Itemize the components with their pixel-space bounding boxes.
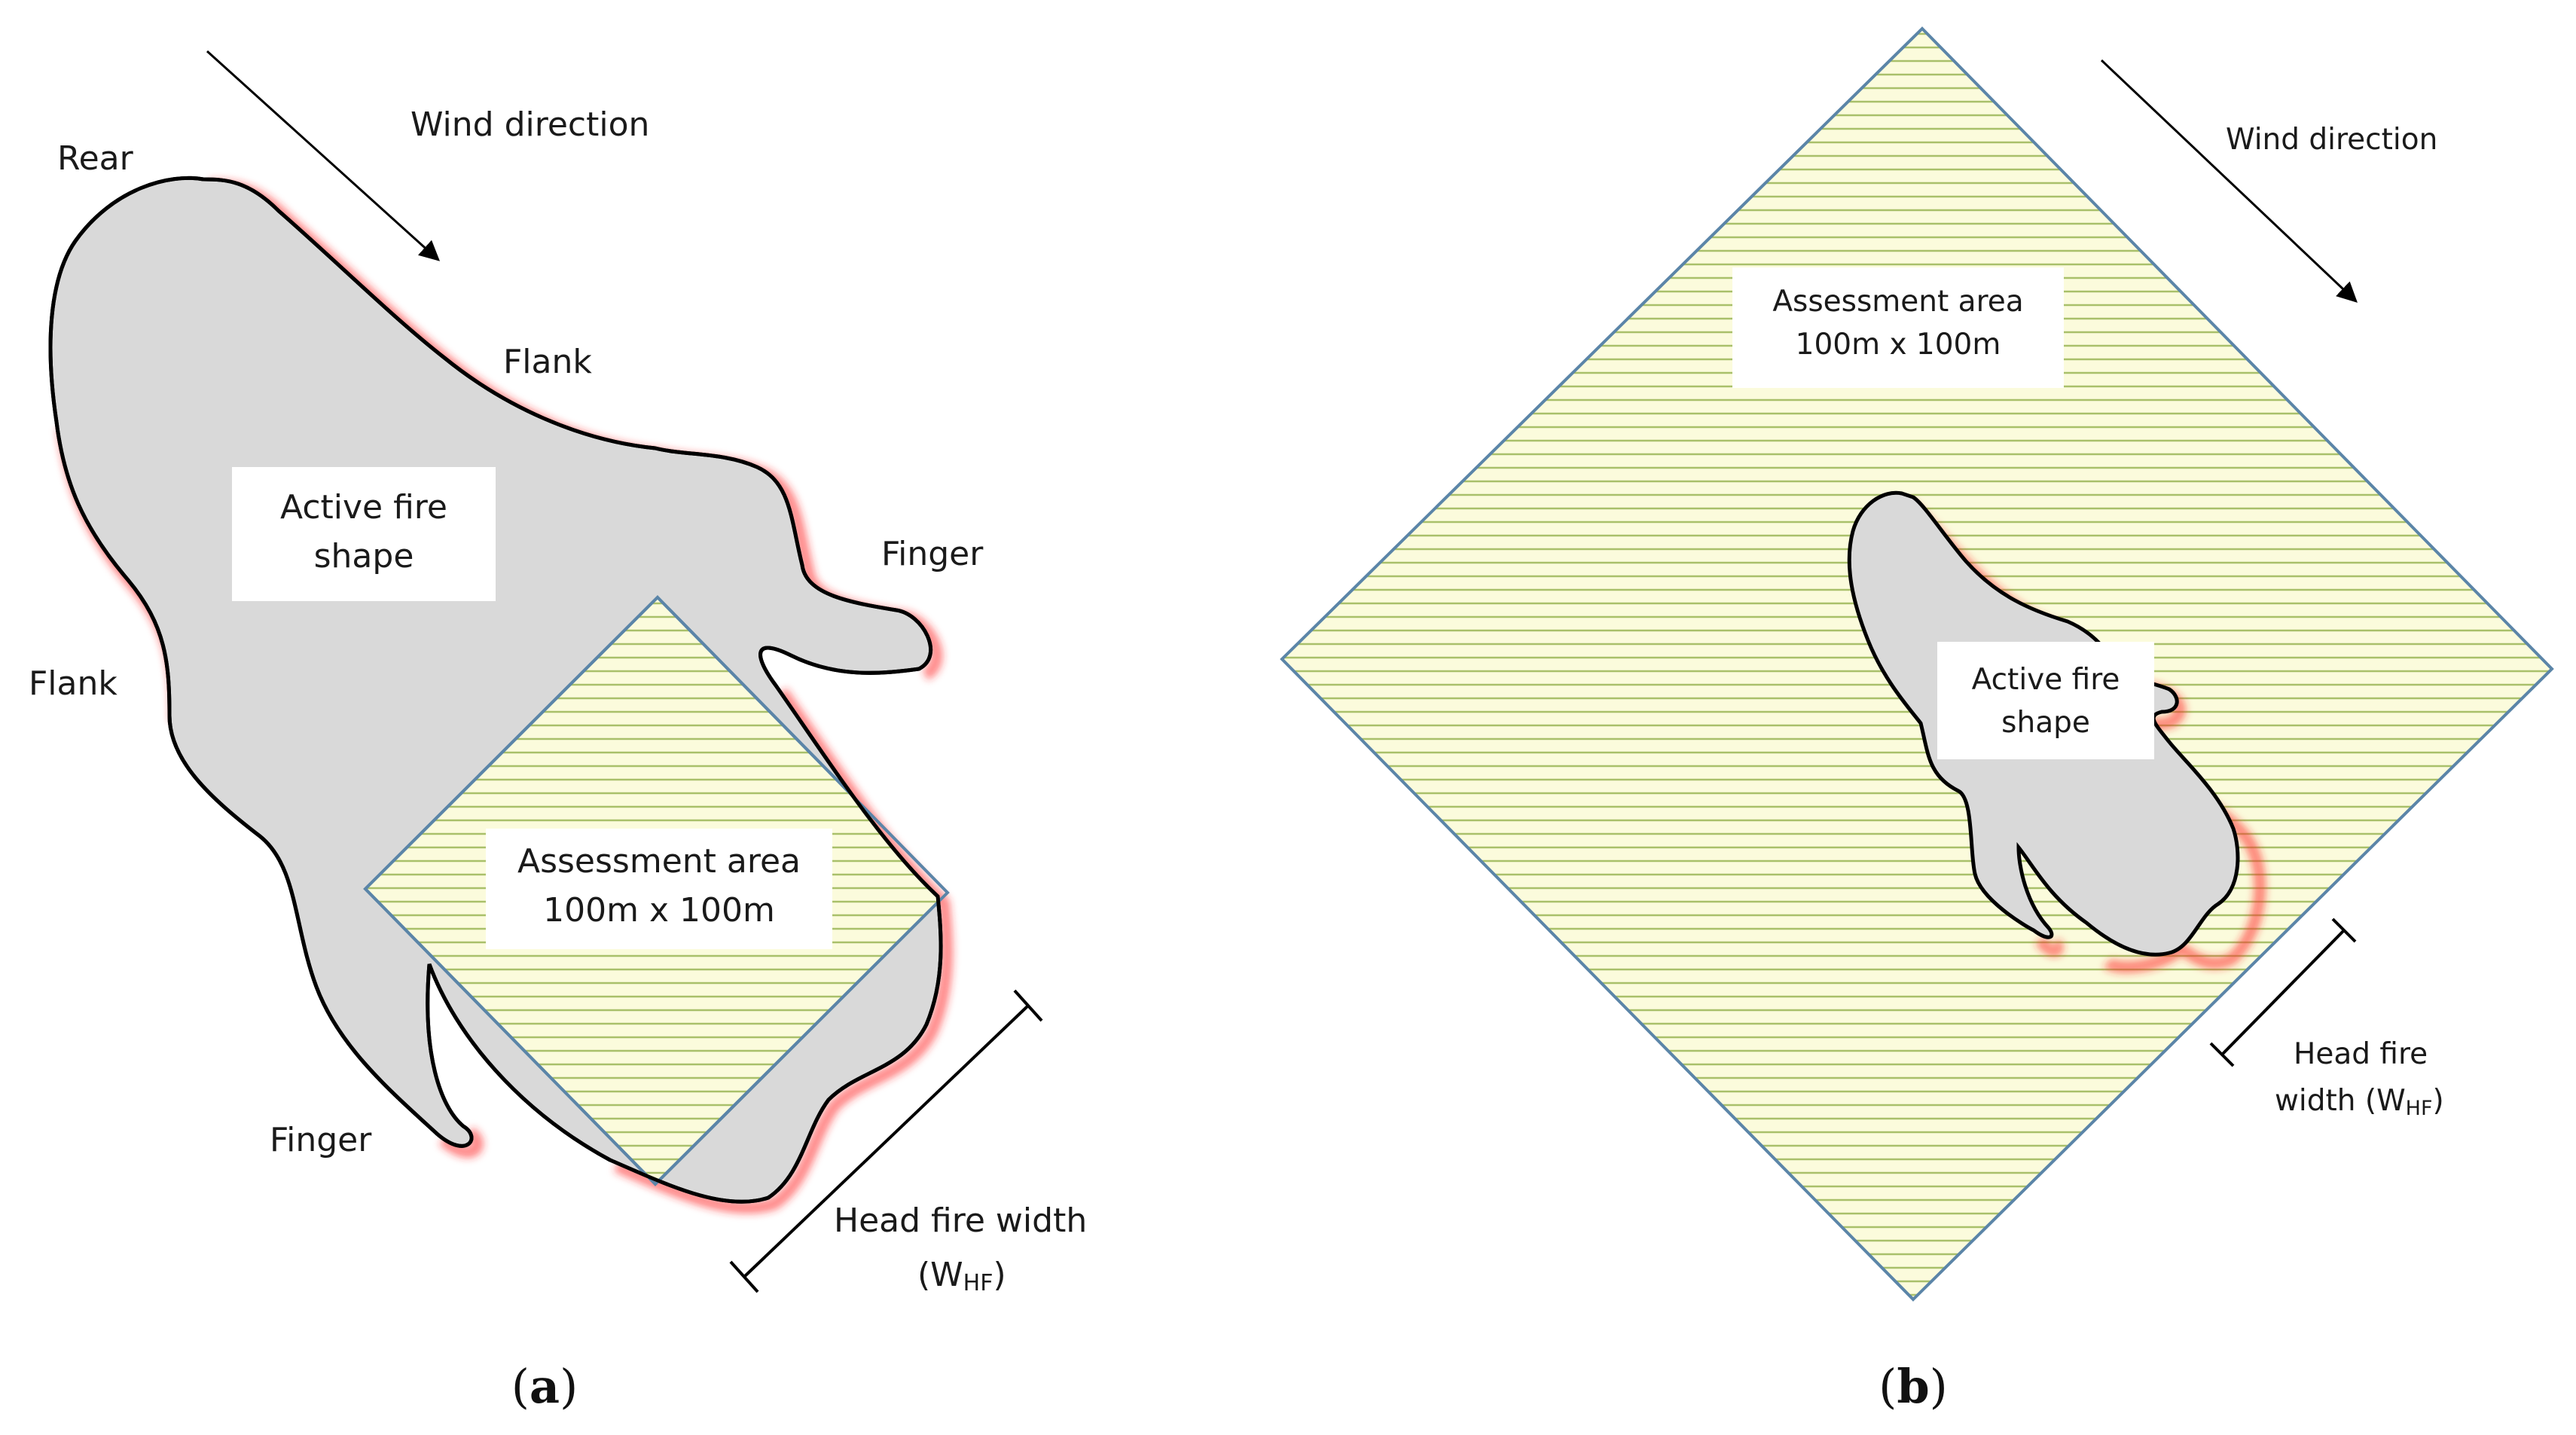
caption-b: (b) [1879, 1359, 1948, 1414]
head-fire-label-a-line2: (WHF) [917, 1256, 1006, 1296]
head-fire-label-a-close: ) [993, 1256, 1006, 1294]
wind-arrow-a [206, 50, 441, 261]
wind-arrow-b [2100, 59, 2358, 303]
rear-label: Rear [57, 139, 134, 178]
active-fire-shape-a [48, 176, 943, 1204]
head-fire-label-b-line1: Head fire [2294, 1037, 2428, 1071]
flank-left-label: Flank [29, 664, 118, 703]
dimension-line-icon-a [729, 989, 1043, 1293]
dimension-line-icon-b [2209, 917, 2357, 1067]
head-fire-label-b-line2: width (WHF) [2275, 1084, 2444, 1120]
area-label-a-line2: 100m x 100m [543, 891, 775, 930]
wind-direction-label-a: Wind direction [411, 105, 649, 144]
head-fire-label-a-line1: Head fire width [834, 1201, 1087, 1240]
fire-label-a-line1: Active fire [280, 488, 447, 527]
panel-b: Wind direction Assessment area 100m x 10… [1280, 26, 2554, 1414]
head-fire-label-a-open: (W [917, 1256, 963, 1294]
area-label-b-line2: 100m x 100m [1796, 328, 2001, 362]
fire-label-b-line2: shape [2001, 706, 2090, 740]
flank-top-label: Flank [503, 343, 592, 381]
wind-direction-label-b: Wind direction [2226, 123, 2437, 157]
caption-a: (a) [511, 1359, 578, 1414]
area-label-a-line1: Assessment area [517, 842, 801, 881]
fire-label-box-a [232, 467, 496, 601]
area-label-b-line1: Assessment area [1772, 285, 2023, 319]
area-label-box-a [486, 829, 832, 949]
area-label-box-b [1732, 267, 2064, 388]
fire-outline-a [48, 176, 943, 1204]
head-fire-label-a-sub: HF [963, 1270, 993, 1296]
head-fire-label-b-close: ) [2433, 1084, 2444, 1118]
finger-right-label: Finger [881, 535, 984, 573]
panel-a: Wind direction Rear Flank Flank Finger F… [29, 50, 1087, 1414]
finger-left-label: Finger [270, 1121, 372, 1159]
head-fire-label-b-prefix: width (W [2275, 1084, 2406, 1118]
fire-label-a-line2: shape [314, 537, 414, 576]
fire-label-b-line1: Active fire [1972, 663, 2120, 697]
fire-label-box-b [1937, 642, 2154, 759]
head-fire-label-b-sub: HF [2406, 1097, 2433, 1120]
